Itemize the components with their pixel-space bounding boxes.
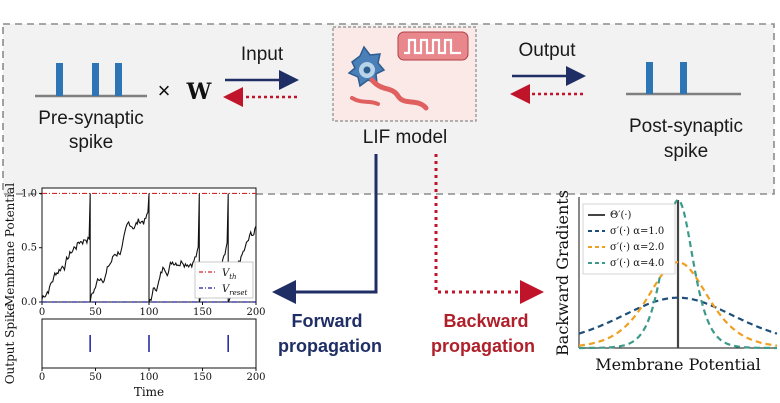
os-xtick-4: 200 xyxy=(246,372,265,383)
membrane-potential-plot: 0.0 0.5 1.0 0 50 100 150 200 Membrane Potentia… xyxy=(3,183,266,318)
lif-model-label: LIF model xyxy=(363,127,447,148)
backward-label-line1: Backward xyxy=(443,311,528,331)
backward-gradients-plot: Backward Gradients Membrane Potential Θ′… xyxy=(553,190,778,374)
os-xlabel: Time xyxy=(134,385,164,399)
presyn-spike-2 xyxy=(92,63,99,96)
bg-legend: Θ′(·) σ′(·) α=1.0 σ′(·) α=2.0 σ′(·) α=4.0 xyxy=(582,203,676,275)
bg-xlabel: Membrane Potential xyxy=(595,355,760,374)
gradient-curve-3 xyxy=(579,198,777,350)
postsyn-label-line2: spike xyxy=(664,141,708,162)
weight-symbol: W xyxy=(186,79,212,105)
bg-legend-item-0: Θ′(·) xyxy=(610,210,632,221)
postsyn-spike-2 xyxy=(680,62,687,94)
bg-legend-item-3: σ′(·) α=4.0 xyxy=(610,258,664,269)
spike-train-icon xyxy=(397,31,469,61)
bg-ylabel: Backward Gradients xyxy=(553,190,572,356)
output-spike-plot: 0 50 100 150 200 Output Spike Time xyxy=(3,304,266,399)
neuron-icon xyxy=(347,45,429,111)
forward-label-line1: Forward xyxy=(291,311,362,331)
mp-xtick-2: 100 xyxy=(139,307,158,318)
forward-propagation-arrow xyxy=(272,154,378,304)
mp-xtick-4: 200 xyxy=(246,307,265,318)
presyn-spike-3 xyxy=(115,63,122,96)
bg-legend-item-1: σ′(·) α=1.0 xyxy=(610,226,664,237)
presyn-label-line2: spike xyxy=(69,132,113,153)
forward-label-line2: propagation xyxy=(278,336,382,356)
legend-vreset: Vreset xyxy=(222,284,247,297)
backward-propagation-arrow xyxy=(434,154,544,304)
presyn-label-line1: Pre-synaptic xyxy=(38,108,144,129)
postsyn-spike-1 xyxy=(646,62,653,94)
output-label: Output xyxy=(518,40,576,61)
presynaptic-spike-train xyxy=(35,63,147,98)
multiply-sign: × xyxy=(158,78,171,103)
presyn-spike-1 xyxy=(56,63,63,96)
os-xtick-0: 0 xyxy=(39,372,45,383)
os-ylabel: Output Spike xyxy=(3,304,17,385)
mp-ylabel: Membrane Potential xyxy=(3,183,17,307)
mp-ytick-2: 1.0 xyxy=(21,188,37,199)
mp-ytick-1: 0.5 xyxy=(21,243,37,254)
bg-legend-item-2: σ′(·) α=2.0 xyxy=(610,242,664,253)
gradient-curve-2 xyxy=(578,261,778,347)
postsyn-label-line1: Post-synaptic xyxy=(629,116,743,137)
mp-ytick-0: 0.0 xyxy=(21,297,37,308)
os-xtick-2: 100 xyxy=(139,372,158,383)
mp-xtick-0: 0 xyxy=(39,307,45,318)
mp-legend: Vth Vreset xyxy=(194,261,254,299)
mp-xtick-3: 150 xyxy=(193,307,212,318)
backward-label-line2: propagation xyxy=(431,336,535,356)
postsynaptic-spike-train xyxy=(626,62,741,96)
gradient-curve-1 xyxy=(578,296,778,335)
os-xtick-3: 150 xyxy=(193,372,212,383)
legend-vth: Vth xyxy=(222,268,237,281)
mp-xtick-1: 50 xyxy=(89,307,102,318)
input-label: Input xyxy=(241,44,284,65)
os-xtick-1: 50 xyxy=(89,372,102,383)
